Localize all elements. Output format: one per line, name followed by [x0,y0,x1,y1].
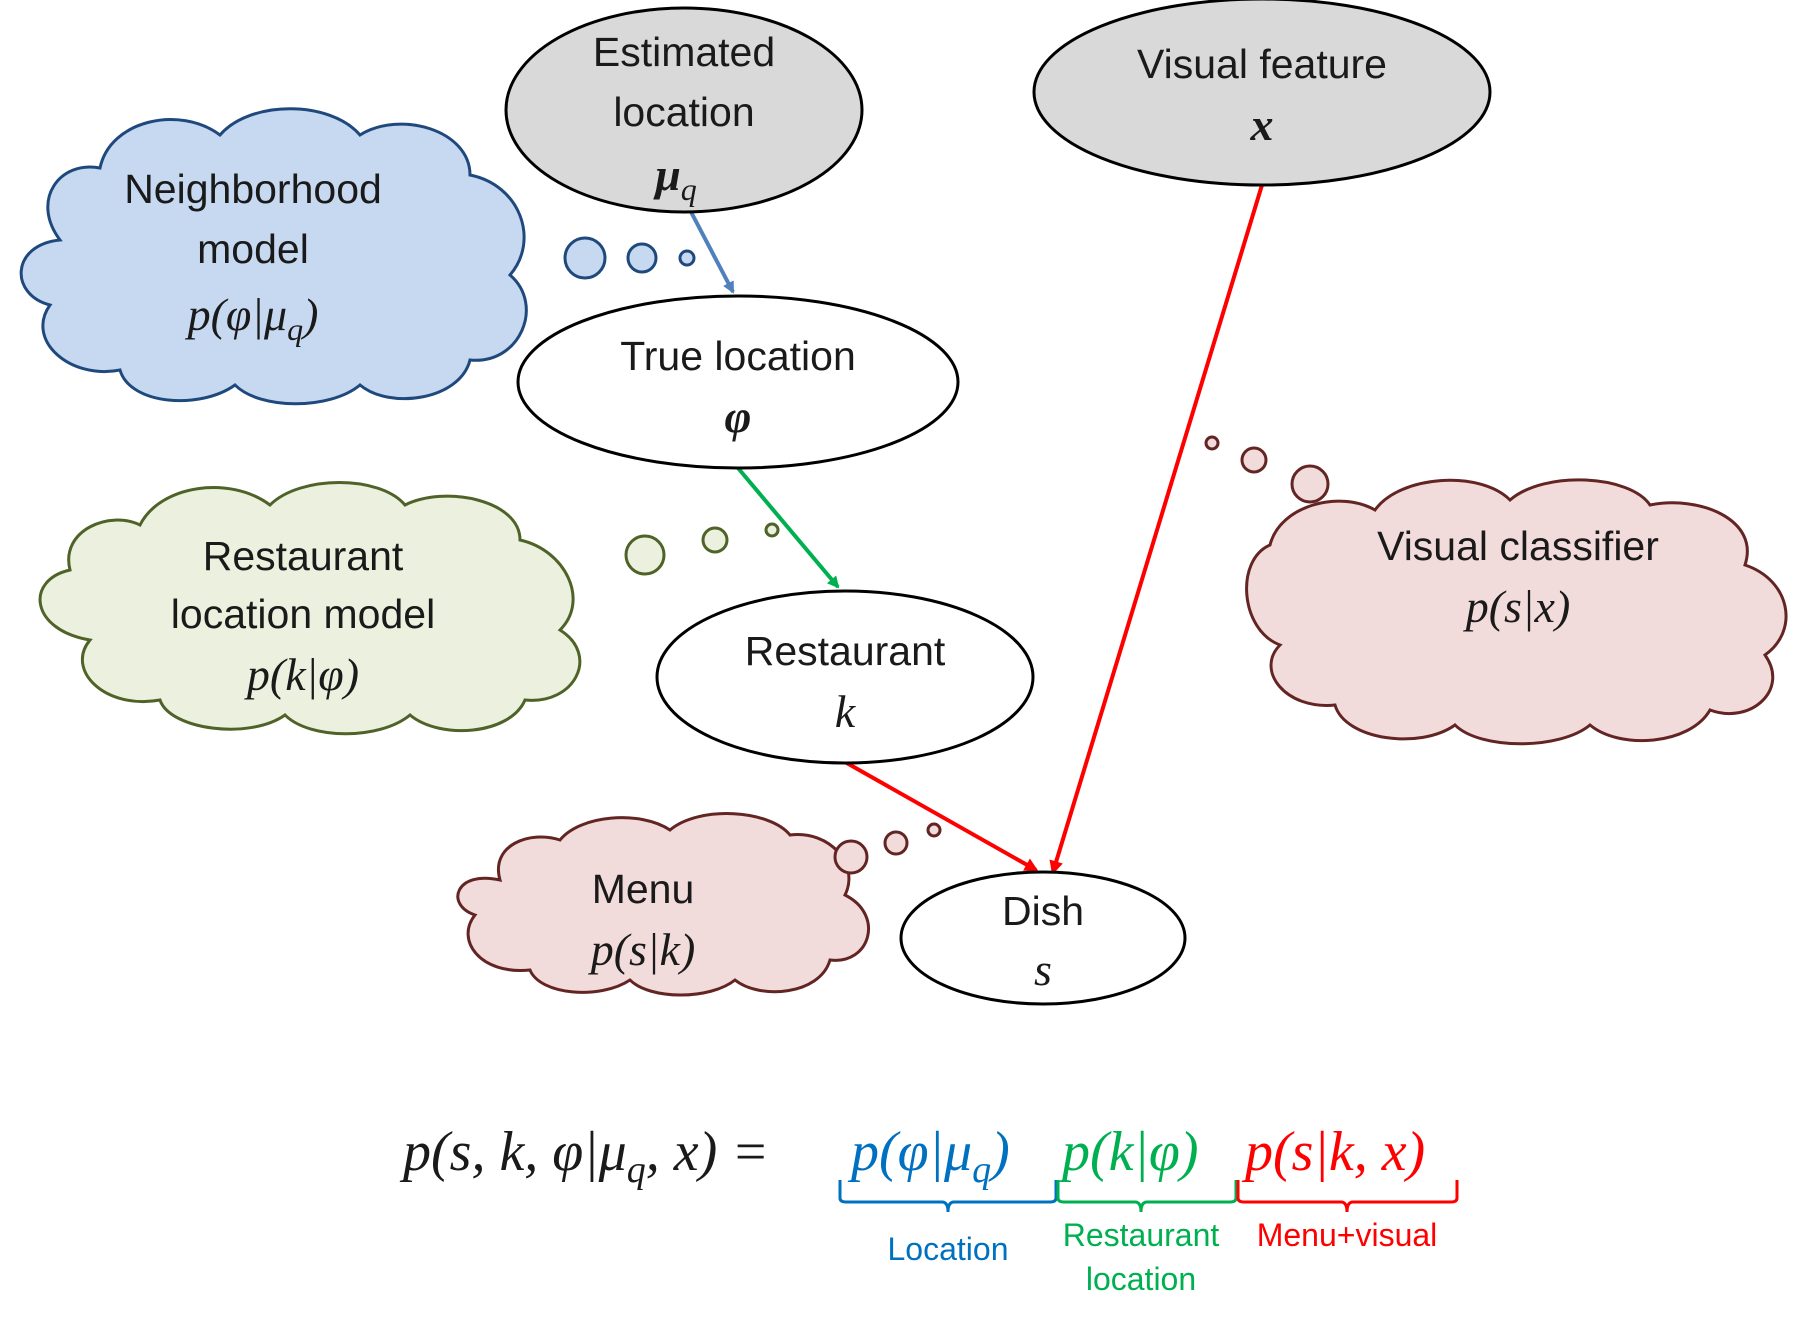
neighborhood-cloud-title-line1: Neighborhood [124,166,382,212]
neighborhood-thought-bubbles [563,236,696,280]
node-estimated-location: Estimated location μq [504,6,864,214]
node-ellipse [899,870,1187,1006]
node-true-location: True location φ [516,294,960,470]
brace-location [838,1180,1058,1213]
cloud-shape [19,107,528,406]
node-label: Restaurant [745,628,946,674]
menu-cloud-formula: p(s|k) [588,924,696,975]
edge-restaurant-to-dish [844,760,1039,872]
equation-term-menu-visual: p(s|k, x) [1241,1121,1425,1183]
visual-classifier-cloud-title: Visual classifier [1377,523,1659,569]
thought-bubble [701,526,729,554]
thought-bubble [1204,435,1220,451]
brace-label-restaurant-line1: Restaurant [1063,1217,1220,1253]
thought-bubble [833,839,869,875]
equation-term-restaurant: p(k|φ) [1058,1121,1199,1183]
node-symbol: μq [653,149,697,207]
neighborhood-cloud-formula: p(φ|μq) [185,289,319,347]
node-symbol: x [1250,99,1274,150]
node-symbol: k [835,686,857,737]
thought-bubble [678,249,696,267]
node-symbol: φ [725,391,752,442]
node-ellipse [516,294,960,470]
node-ellipse [655,589,1035,765]
visual-classifier-cloud: Visual classifier p(s|x) [1245,478,1788,746]
node-ellipse [1032,0,1492,187]
node-visual-feature: Visual feature x [1032,0,1492,187]
brace-menu-visual [1236,1180,1459,1213]
menu-cloud: Menu p(s|k) [456,812,871,997]
brace-restaurant [1056,1180,1238,1213]
cloud-shape [456,812,871,997]
restaurant-location-cloud-title-line2: location model [171,591,435,637]
restaurant-location-model-cloud: Restaurant location model p(k|φ) [38,481,582,736]
thought-bubble [926,822,942,838]
thought-bubble [1240,446,1268,474]
thought-bubble [624,534,666,576]
node-symbol: s [1034,944,1052,995]
thought-bubble [883,830,909,856]
menu-cloud-title: Menu [592,866,695,912]
brace-label-location: Location [888,1231,1009,1267]
menu-thought-bubbles [833,822,942,875]
node-label: Dish [1002,888,1084,934]
thought-bubble [764,522,780,538]
restaurant-location-cloud-formula: p(k|φ) [244,649,359,700]
node-label-line1: Estimated [593,29,775,75]
restaurant-location-thought-bubbles [624,522,780,576]
node-restaurant: Restaurant k [655,589,1035,765]
equation-lhs: p(s, k, φ|μq, x) = [399,1121,769,1191]
edge-true-location-to-restaurant [736,466,840,589]
node-dish: Dish s [899,870,1187,1006]
neighborhood-cloud-title-line2: model [197,226,309,272]
node-label: True location [620,333,856,379]
cloud-shape [1245,478,1788,746]
cloud-shape [38,481,582,736]
thought-bubble [563,236,607,280]
node-label-line2: location [613,89,754,135]
equation-term-location: p(φ|μq) [847,1121,1010,1191]
node-ellipse [504,6,864,214]
edge-estimated-to-true-location [688,209,735,294]
thought-bubble [1290,464,1330,504]
brace-label-menu-visual: Menu+visual [1257,1217,1438,1253]
brace-label-restaurant-line2: location [1086,1261,1196,1297]
edge-visual-feature-to-dish [1049,184,1264,875]
visual-classifier-thought-bubbles [1204,435,1330,504]
neighborhood-model-cloud: Neighborhood model p(φ|μq) [19,107,528,406]
visual-classifier-cloud-formula: p(s|x) [1463,581,1571,632]
node-label: Visual feature [1137,41,1387,87]
thought-bubble [626,242,658,274]
restaurant-location-cloud-title-line1: Restaurant [203,533,404,579]
factorization-equation: p(s, k, φ|μq, x) = p(φ|μq) p(k|φ) p(s|k,… [399,1121,1425,1191]
